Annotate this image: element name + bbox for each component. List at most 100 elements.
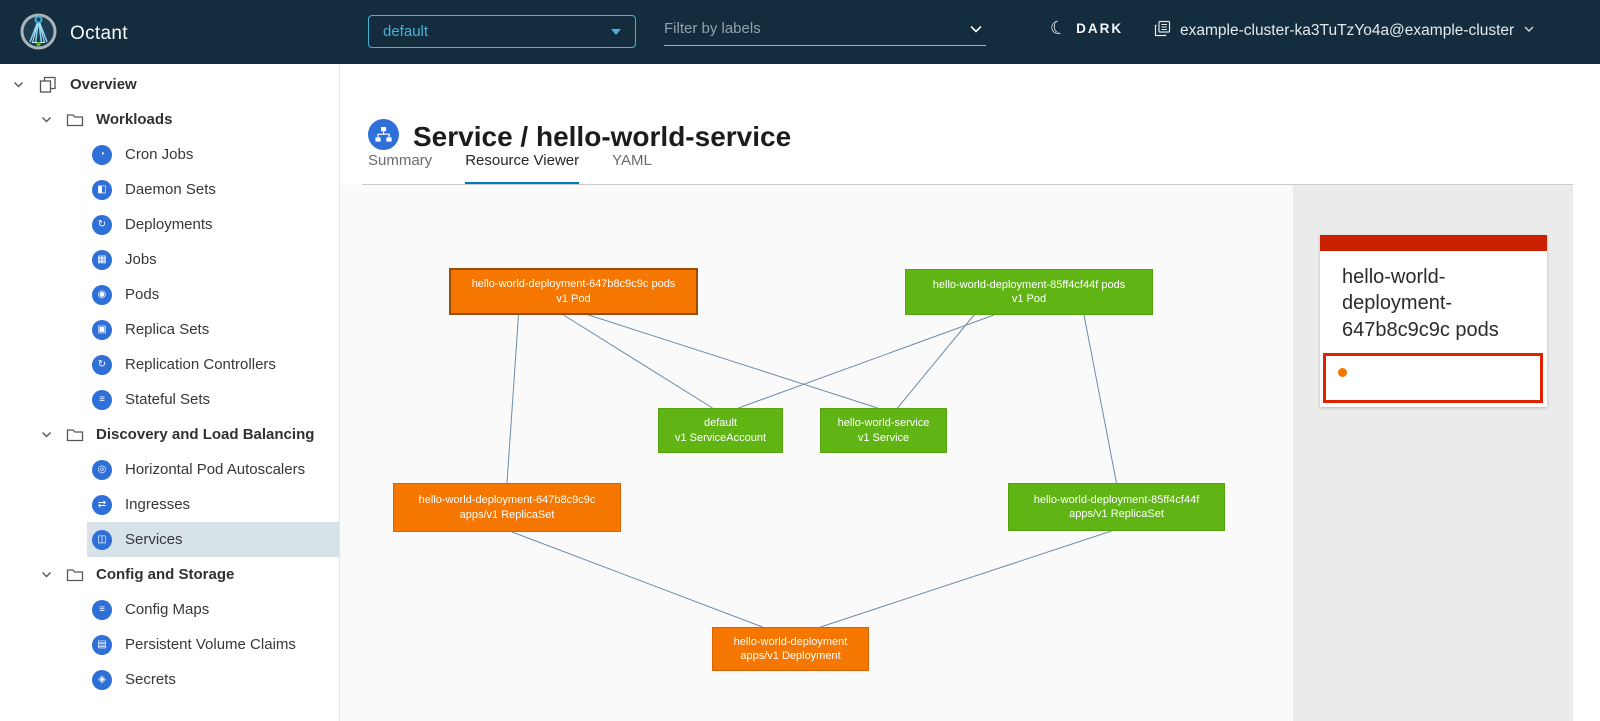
node-title: hello-world-deployment-85ff4cf44f <box>1033 493 1200 506</box>
sidebar-item-pods[interactable]: ◉ Pods <box>87 277 339 312</box>
sidebar-item-discovery-and-load-balancing[interactable]: Discovery and Load Balancing <box>0 417 339 452</box>
content-divider <box>362 184 1573 185</box>
main-content: Service / hello-world-service Summary Res… <box>340 64 1600 721</box>
node-title: hello-world-deployment <box>733 635 848 648</box>
sidebar-item-deployments[interactable]: ↻Deployments <box>87 207 339 242</box>
graph-edge <box>588 314 878 409</box>
sidebar-item-persistent-volume-claims[interactable]: ▤Persistent Volume Claims <box>87 627 339 662</box>
cluster-value: example-cluster-ka3TuTzYo4a@example-clus… <box>1180 22 1515 39</box>
tab-resource-viewer[interactable]: Resource Viewer <box>465 152 580 185</box>
jobs-icon: ▦ <box>92 249 112 270</box>
sidebar-item-services[interactable]: ◫Services <box>87 522 339 557</box>
services-icon: ◫ <box>92 529 112 550</box>
sidebar-item-label: Daemon Sets <box>125 181 216 198</box>
chevron-down-icon[interactable] <box>12 78 25 91</box>
card-title: hello-world-deployment-647b8c9c9c pods <box>1342 266 1499 341</box>
node-title: hello-world-deployment-85ff4cf44f pods <box>932 278 1126 291</box>
daemon-sets-icon: ◧ <box>92 179 112 200</box>
graph-edge <box>511 531 763 628</box>
sidebar-group-label: Overview <box>70 76 137 93</box>
folder-icon <box>66 427 84 443</box>
sidebar-item-label: Stateful Sets <box>125 391 211 408</box>
sidebar-item-overview[interactable]: Overview <box>0 67 339 102</box>
tab-summary[interactable]: Summary <box>368 152 433 169</box>
page-head: Service / hello-world-service <box>368 102 791 172</box>
chevron-down-icon[interactable] <box>968 21 984 42</box>
theme-toggle[interactable]: ☾ DARK <box>1047 16 1124 40</box>
status-box <box>1323 353 1543 404</box>
chevron-down-icon[interactable] <box>40 113 53 126</box>
cluster-selector[interactable]: example-cluster-ka3TuTzYo4a@example-clus… <box>1154 20 1535 42</box>
node-title: default <box>703 417 738 430</box>
node-kind: v1 Service <box>857 431 910 444</box>
namespace-select[interactable]: default <box>368 15 636 48</box>
labels-filter-input[interactable] <box>664 17 986 46</box>
node-title: hello-world-deployment-647b8c9c9c pods <box>471 278 676 291</box>
node-kind: apps/v1 ReplicaSet <box>459 508 555 521</box>
node-kind: v1 ServiceAccount <box>674 431 767 444</box>
sidebar-group-label: Workloads <box>96 111 173 128</box>
sidebar-item-cron-jobs[interactable]: ◔ Cron Jobs <box>87 137 339 172</box>
app-title: Octant <box>70 23 128 44</box>
folder-icon <box>66 112 84 128</box>
sidebar-item-label: Horizontal Pod Autoscalers <box>125 461 306 478</box>
node-kind: v1 Pod <box>1011 293 1047 305</box>
sidebar-item-label: Cron Jobs <box>125 146 194 163</box>
sidebar-item-horizontal-pod-autoscalers[interactable]: ◎ Horizontal Pod Autoscalers <box>87 452 339 487</box>
sidebar-item-daemon-sets[interactable]: ◧ Daemon Sets <box>87 172 339 207</box>
status-dot-icon[interactable] <box>1338 368 1347 378</box>
chevron-down-icon <box>1523 22 1535 40</box>
detail-card: hello-world-deployment-647b8c9c9c pods <box>1320 235 1547 408</box>
config-maps-icon: ≡ <box>92 599 112 620</box>
sidebar-item-ingresses[interactable]: ⇄Ingresses <box>87 487 339 522</box>
chevron-down-icon[interactable] <box>40 428 53 441</box>
sidebar-item-replication-controllers[interactable]: ↻ Replication Controllers <box>87 347 339 382</box>
page-title: Service / hello-world-service <box>413 120 792 152</box>
theme-toggle-label: DARK <box>1076 20 1124 36</box>
sidebar-item-label: Pods <box>125 286 160 303</box>
chevron-down-icon[interactable] <box>40 568 53 581</box>
graph-edge <box>897 314 975 409</box>
graph-edge <box>820 530 1112 628</box>
resource-graph: hello-world-deployment-647b8c9c9c pods v1… <box>340 185 1293 721</box>
moon-icon: ☾ <box>1047 16 1069 40</box>
card-status-bar <box>1320 235 1547 251</box>
sidebar-item-stateful-sets[interactable]: ≡ Stateful Sets <box>87 382 339 417</box>
sidebar-item-jobs[interactable]: ▦ Jobs <box>87 242 339 277</box>
sidebar-item-label: Replica Sets <box>125 321 210 338</box>
tab-yaml[interactable]: YAML <box>612 152 652 169</box>
pods-icon: ◉ <box>92 284 112 305</box>
folder-icon <box>66 567 84 583</box>
stateful-sets-icon: ≡ <box>92 389 112 410</box>
caret-down-icon <box>611 28 621 35</box>
sidebar-item-workloads[interactable]: Workloads <box>0 102 339 137</box>
sidebar-item-label: Config Maps <box>125 601 210 618</box>
node-title: hello-world-service <box>837 417 930 430</box>
graph-node-pod-85ff4cf44f[interactable]: hello-world-deployment-85ff4cf44f pods v1… <box>905 269 1153 315</box>
sidebar-item-config-maps[interactable]: ≡ Config Maps <box>87 592 339 627</box>
sidebar-item-replica-sets[interactable]: ▣ Replica Sets <box>87 312 339 347</box>
app-header: Octant default ☾ DARK example-cluster-ka… <box>0 0 1600 64</box>
replica-sets-icon: ▣ <box>92 319 112 340</box>
graph-edge <box>563 314 713 409</box>
graph-edges <box>506 314 1117 628</box>
sidebar-item-label: Jobs <box>125 251 157 268</box>
app-logo[interactable]: Octant <box>20 13 128 55</box>
graph-edge <box>506 314 519 484</box>
sidebar-group-label: Discovery and Load Balancing <box>96 426 315 443</box>
horizontal-pod-autoscalers-icon: ◎ <box>92 459 112 480</box>
replication-controllers-icon: ↻ <box>92 354 112 375</box>
sidebar-item-config-and-storage[interactable]: Config and Storage <box>0 557 339 592</box>
octant-logo-icon <box>20 13 57 55</box>
cron-jobs-icon: ◔ <box>92 144 112 165</box>
sidebar-item-label: Deployments <box>125 216 213 233</box>
sidebar-item-secrets[interactable]: ◈Secrets <box>87 662 339 697</box>
sidebar-item-label: Replication Controllers <box>125 356 276 373</box>
ingresses-icon: ⇄ <box>92 494 112 515</box>
